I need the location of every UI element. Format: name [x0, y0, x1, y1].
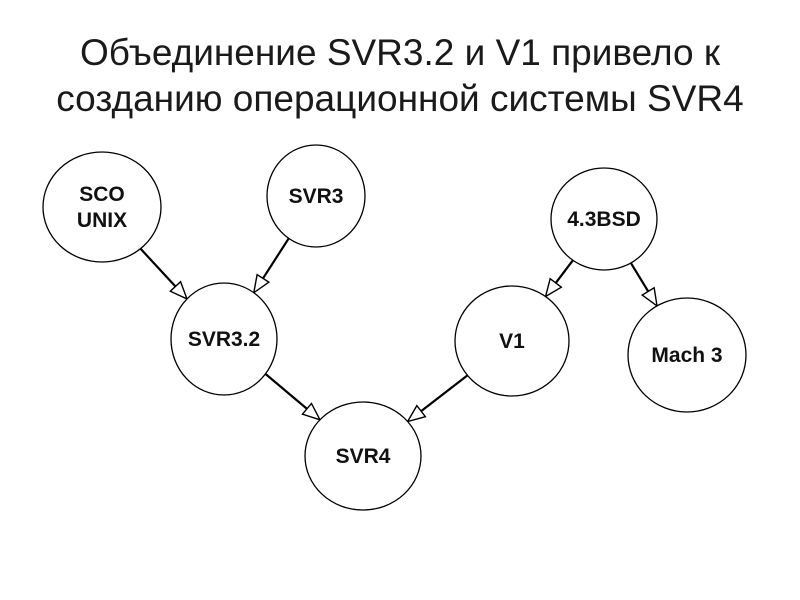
node-svr3: SVR3: [266, 144, 366, 248]
node-label: SVR4: [336, 445, 391, 468]
edge-line: [553, 259, 574, 287]
node-svr4: SVR4: [304, 401, 422, 511]
node-sco-unix: SCO UNIX: [42, 151, 162, 263]
edge-line: [264, 373, 310, 412]
node-label: 4.3BSD: [567, 208, 641, 231]
node-circle: [550, 167, 658, 271]
node-circle: [627, 297, 747, 413]
arrow-head: [301, 402, 322, 421]
edge-svr3-to-svr32: [252, 237, 290, 295]
edge-line: [629, 262, 651, 295]
edge-bsd43-to-mach3: [629, 262, 658, 308]
edge-svr32-to-svr4: [264, 373, 322, 421]
slide-title: Объединение SVR3.2 и V1 привело к создан…: [0, 30, 800, 122]
arrow-head: [640, 286, 658, 308]
node-circle: [304, 401, 422, 511]
node-circle: [170, 282, 278, 396]
edge-v1-to-svr4: [406, 374, 469, 423]
arrow-head: [169, 280, 189, 301]
node-label: SVR3: [289, 185, 344, 208]
arrow-head: [544, 277, 563, 298]
node-label: V1: [499, 330, 525, 353]
node-label: Mach 3: [651, 344, 722, 367]
edge-line: [418, 374, 469, 414]
edge-line: [260, 237, 290, 282]
node-mach3: Mach 3: [627, 297, 747, 413]
node-circle: [266, 144, 366, 248]
title-line-2: созданию операционной системы SVR4: [56, 78, 744, 119]
edge-line: [139, 247, 179, 290]
node-circle: [454, 285, 570, 397]
title-line-1: Объединение SVR3.2 и V1 привело к: [79, 32, 721, 73]
edges-layer: [139, 237, 658, 423]
node-label: SCO: [79, 183, 125, 206]
edge-sco-unix-to-svr32: [139, 247, 189, 301]
arrow-head: [406, 404, 427, 423]
node-label: UNIX: [77, 209, 127, 232]
node-v1: V1: [454, 285, 570, 397]
node-circle: [42, 151, 162, 263]
arrow-head: [252, 273, 271, 295]
node-label: SVR3.2: [188, 328, 260, 351]
node-bsd43: 4.3BSD: [550, 167, 658, 271]
edge-bsd43-to-v1: [544, 259, 574, 298]
node-svr32: SVR3.2: [170, 282, 278, 396]
